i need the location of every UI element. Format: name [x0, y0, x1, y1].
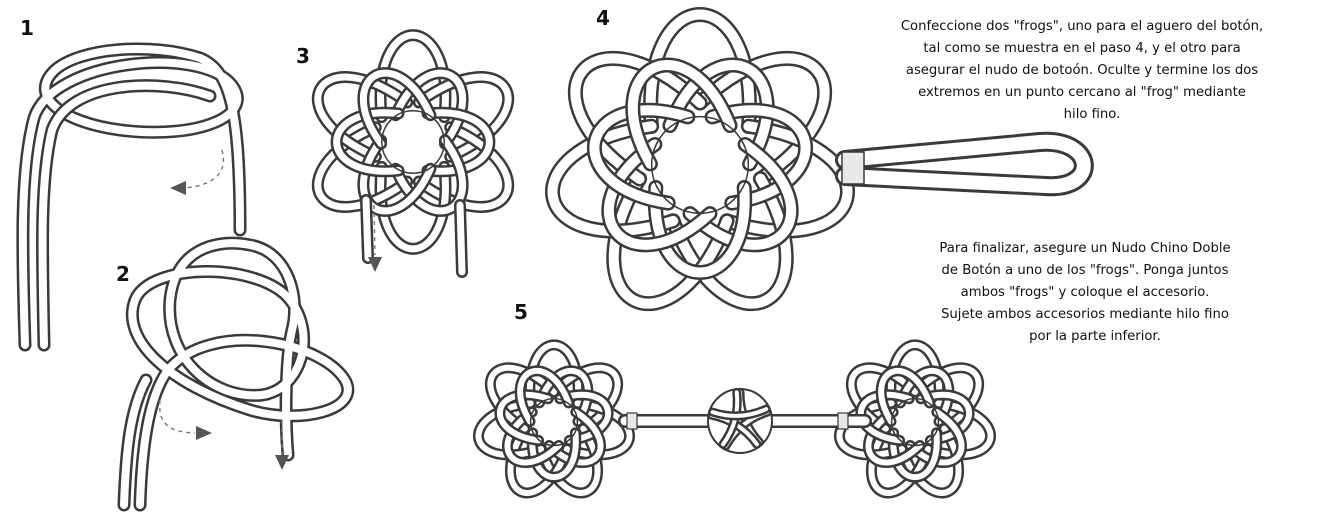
- caption-line: por la parte inferior.: [850, 326, 1320, 348]
- step-5-fastener-illustration: [478, 345, 990, 493]
- step-3-knot-illustration: [318, 35, 508, 249]
- caption-line: tal como se muestra en el paso 4, y el o…: [822, 38, 1342, 60]
- caption-line: de Botón a uno de los "frogs". Ponga jun…: [850, 260, 1320, 282]
- caption-make-frogs: Confeccione dos "frogs", uno para el agu…: [822, 16, 1342, 126]
- step-number-3: 3: [296, 44, 310, 68]
- caption-finish: Para finalizar, asegure un Nudo Chino Do…: [850, 238, 1320, 348]
- caption-line: extremos en un punto cercano al "frog" m…: [822, 82, 1342, 104]
- step-number-4: 4: [596, 6, 610, 30]
- knot-center-ring: [652, 117, 749, 214]
- knot-center-ring: [382, 111, 444, 173]
- knot-center-ring: [531, 399, 578, 446]
- caption-line: Sujete ambos accesorios mediante hilo fi…: [850, 304, 1320, 326]
- step-number-1: 1: [20, 16, 34, 40]
- caption-line: Confeccione dos "frogs", uno para el agu…: [822, 16, 1342, 38]
- step-number-2: 2: [116, 262, 130, 286]
- caption-line: hilo fino.: [822, 104, 1342, 126]
- step-2-knot-illustration: [124, 243, 348, 505]
- caption-line: asegurar el nudo de botoón. Oculte y ter…: [822, 60, 1342, 82]
- caption-line: ambos "frogs" y coloque el accesorio.: [850, 282, 1320, 304]
- knot-center-ring: [892, 399, 939, 446]
- caption-line: Para finalizar, asegure un Nudo Chino Do…: [850, 238, 1320, 260]
- step-number-5: 5: [514, 300, 528, 324]
